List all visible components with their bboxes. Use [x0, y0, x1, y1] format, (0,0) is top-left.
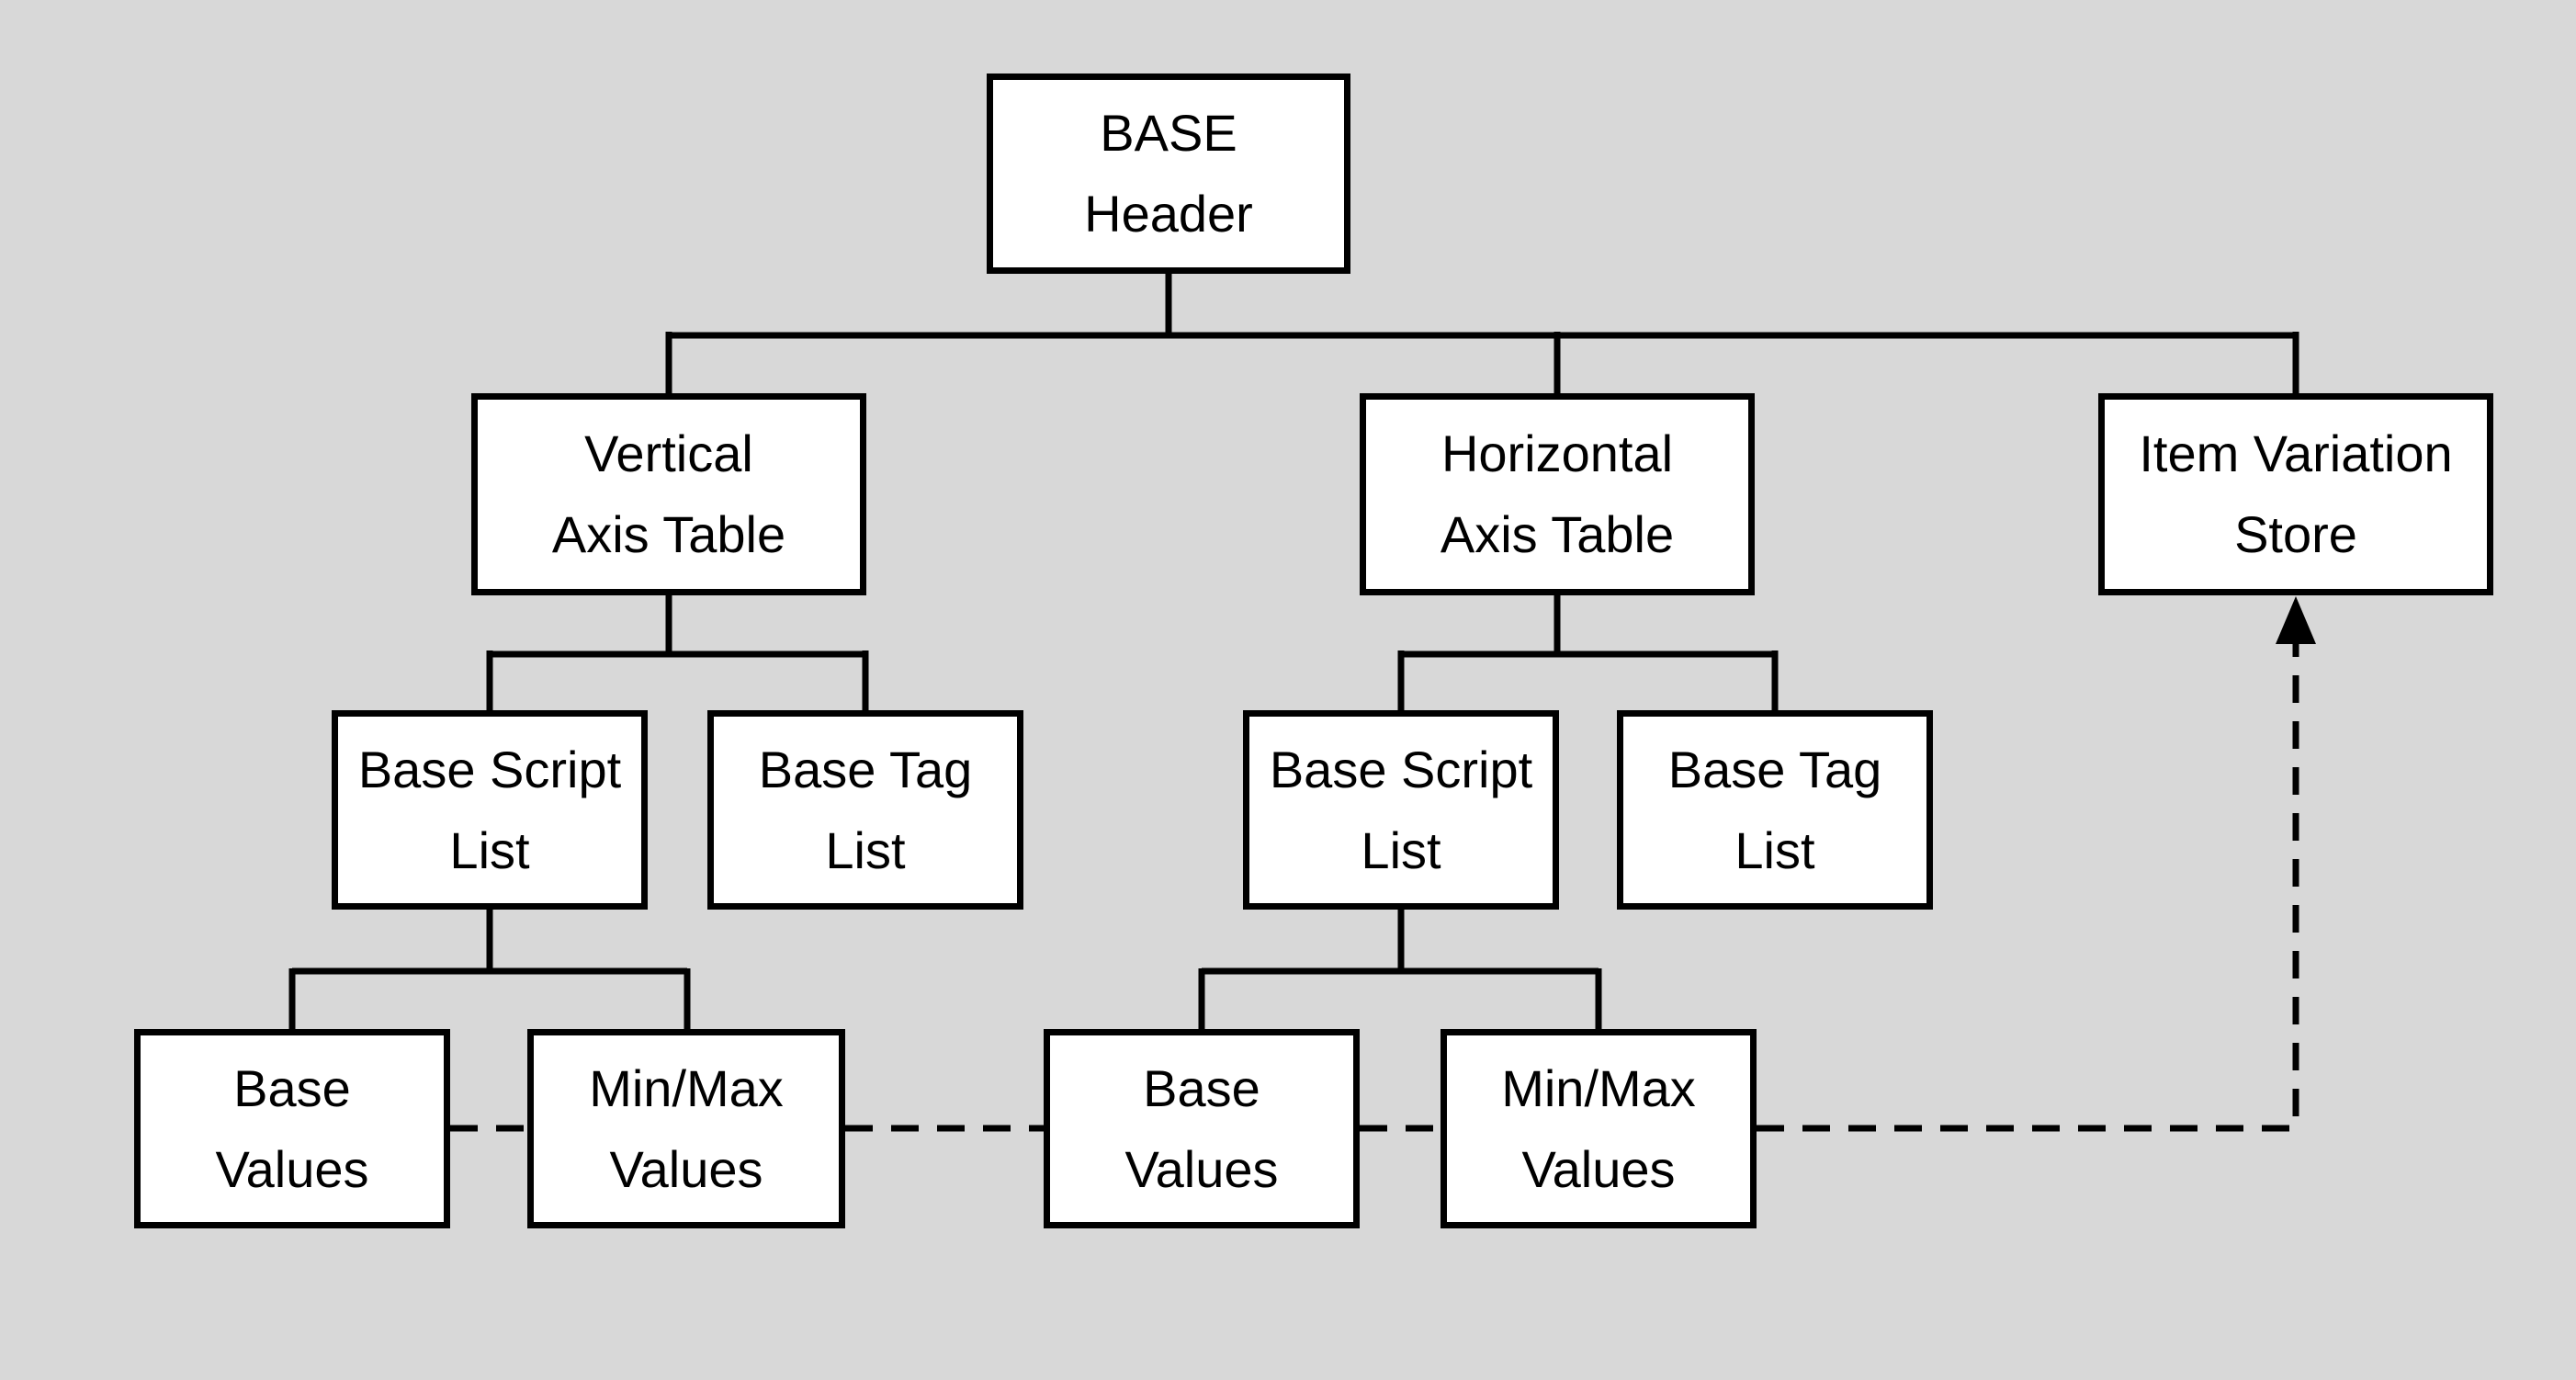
node-label: Base Script List — [357, 740, 622, 879]
tree-connectors — [288, 270, 2299, 1033]
dashed-association-connectors — [450, 596, 2316, 1132]
node-base-script-list-horizontal: Base Script List — [1243, 710, 1559, 910]
node-label: Base Values — [215, 1058, 369, 1198]
node-minmax-values-horizontal: Min/Max Values — [1441, 1029, 1757, 1228]
node-label: Horizontal Axis Table — [1440, 424, 1675, 563]
node-label: Base Tag List — [758, 740, 973, 879]
node-label: Base Tag List — [1667, 740, 1882, 879]
node-horizontal-axis-table: Horizontal Axis Table — [1360, 393, 1755, 595]
node-label: BASE Header — [1084, 104, 1253, 243]
node-label: Min/Max Values — [1501, 1058, 1696, 1198]
arrowhead-up-icon — [2276, 596, 2316, 644]
node-base-tag-list-vertical: Base Tag List — [707, 710, 1023, 910]
node-label: Item Variation Store — [2139, 424, 2453, 563]
node-base-values-horizontal: Base Values — [1044, 1029, 1360, 1228]
node-base-header: BASE Header — [987, 74, 1350, 274]
node-vertical-axis-table: Vertical Axis Table — [471, 393, 866, 595]
node-label: Base Values — [1124, 1058, 1279, 1198]
node-base-tag-list-horizontal: Base Tag List — [1617, 710, 1933, 910]
node-label: Vertical Axis Table — [551, 424, 786, 563]
node-minmax-values-vertical: Min/Max Values — [527, 1029, 845, 1228]
node-label: Min/Max Values — [589, 1058, 784, 1198]
node-label: Base Script List — [1269, 740, 1533, 879]
node-base-script-list-vertical: Base Script List — [332, 710, 648, 910]
node-item-variation-store: Item Variation Store — [2098, 393, 2493, 595]
node-base-values-vertical: Base Values — [134, 1029, 450, 1228]
